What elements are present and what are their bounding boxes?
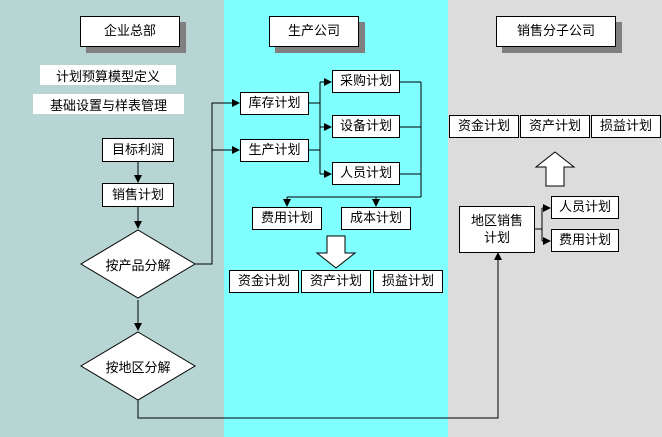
sales-plan-box: 销售计划	[102, 183, 174, 207]
production-down-arrow	[315, 235, 357, 269]
by-region-diamond	[80, 331, 196, 401]
sales-pl-plan-box: 损益计划	[591, 115, 661, 138]
production-header: 生产公司	[269, 16, 359, 47]
base-settings-label: 基础设置与样表管理	[33, 94, 184, 114]
plan-model-label: 计划预算模型定义	[40, 65, 176, 85]
production-plan-box: 生产计划	[240, 139, 309, 162]
sales-fund-plan-box: 资金计划	[449, 115, 519, 138]
arrow-product-to-inventory	[195, 99, 240, 265]
sales-header: 销售分子公司	[496, 16, 616, 47]
staff-plan-box: 人员计划	[332, 162, 400, 185]
by-product-label: 按产品分解	[105, 258, 171, 274]
by-region-label: 按地区分解	[105, 360, 171, 376]
sales-staff-plan-box: 人员计划	[551, 196, 619, 219]
sales-up-arrow	[534, 151, 576, 187]
equipment-plan-box: 设备计划	[332, 115, 400, 138]
arrow-region-to-regional-sales	[137, 252, 502, 419]
target-profit-box: 目标利润	[102, 138, 174, 162]
hq-header: 企业总部	[80, 16, 180, 47]
cost-plan-box: 成本计划	[341, 207, 411, 230]
purchase-plan-box: 采购计划	[332, 70, 400, 93]
expense-plan-box: 费用计划	[252, 207, 322, 230]
regional-sales-plan-box: 地区销售计划	[459, 206, 535, 253]
sales-asset-plan-box: 资产计划	[520, 115, 590, 138]
production-pl-plan-box: 损益计划	[373, 270, 443, 293]
by-product-diamond	[80, 229, 196, 299]
inventory-plan-box: 库存计划	[240, 92, 309, 115]
production-fund-plan-box: 资金计划	[229, 270, 299, 293]
production-asset-plan-box: 资产计划	[301, 270, 371, 293]
sales-expense-plan-box: 费用计划	[551, 229, 619, 252]
